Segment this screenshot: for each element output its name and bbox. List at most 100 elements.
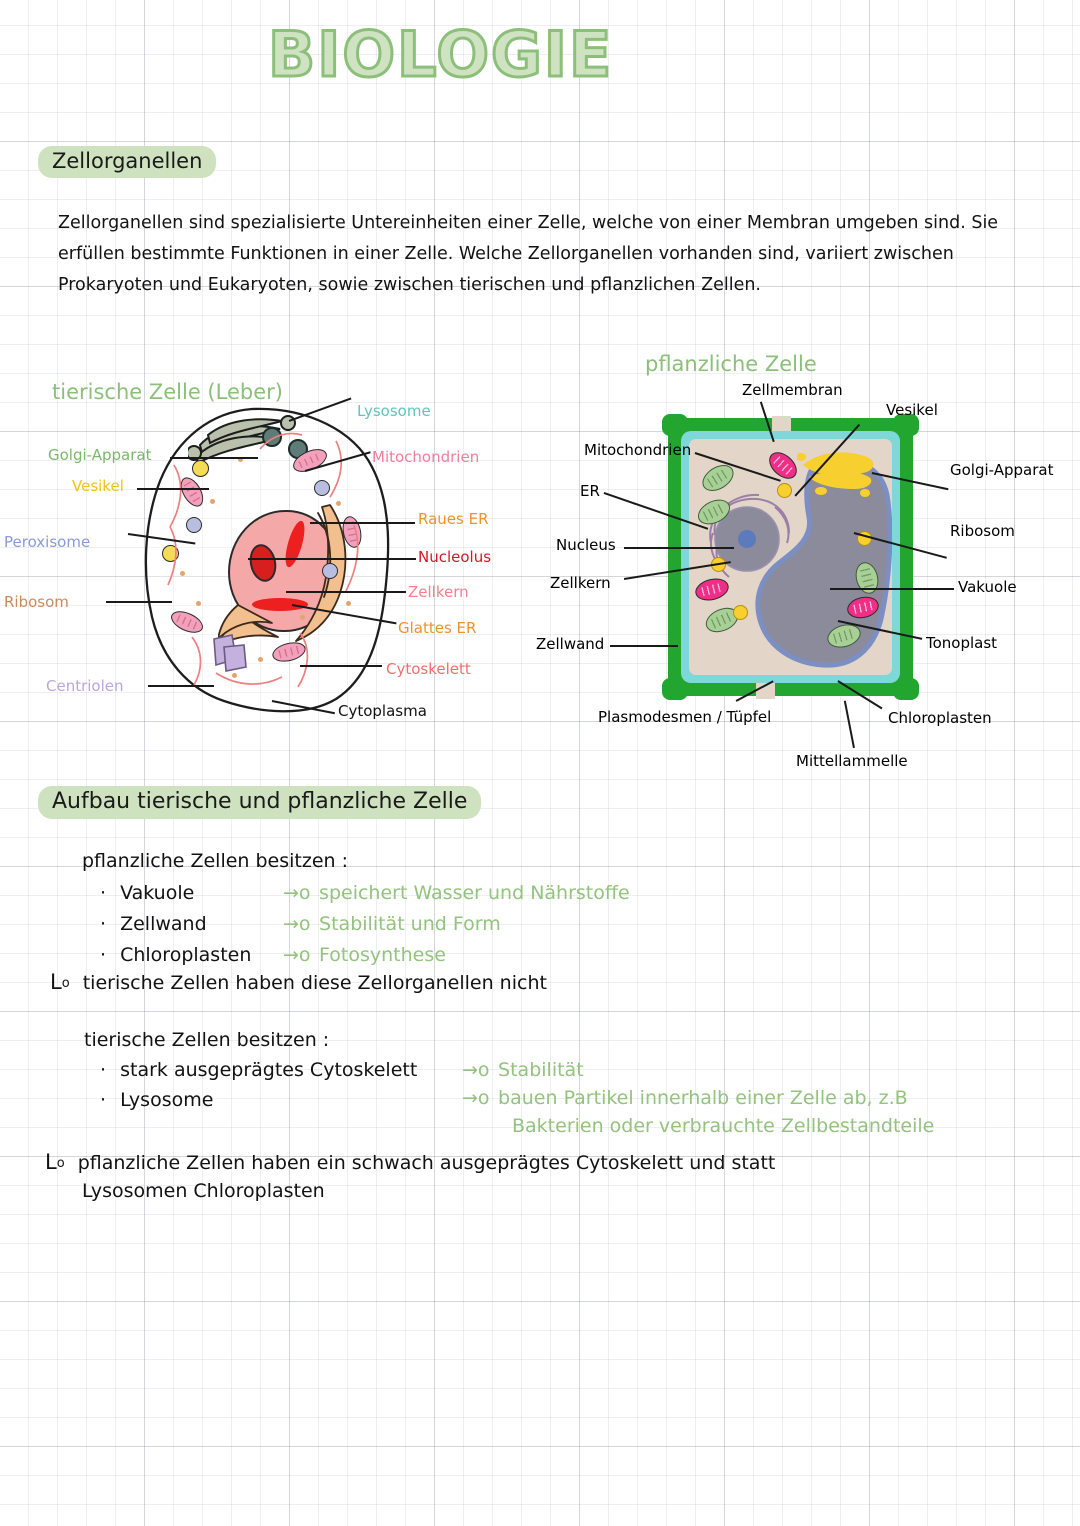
animal-desc-text-1: bauen Partikel innerhalb einer Zelle ab,… [498, 1087, 908, 1109]
cell-wall-corner [662, 414, 688, 436]
plasmodesmata-gap [772, 416, 791, 433]
cytoskeleton-shape [167, 432, 359, 688]
plant-bullet-2: · Chloroplasten [100, 944, 251, 966]
peroxisome-shape [186, 517, 202, 533]
label-mitochondrien: Mitochondrien [372, 448, 480, 466]
label-centriolen: Centriolen [46, 677, 124, 695]
animal-conclusion: Lo pflanzliche Zellen haben ein schwach … [45, 1150, 775, 1174]
page-title: BIOLOGIE [267, 17, 614, 93]
label-cytoskelett: Cytoskelett [386, 660, 471, 678]
vesicle-shape [192, 460, 209, 477]
ribosome-shape [733, 605, 748, 620]
arrow-icon: →o [462, 1059, 490, 1081]
arrow-icon: →o [283, 882, 311, 904]
ribosome-dot [210, 499, 215, 504]
label-tonoplast: Tonoplast [926, 634, 998, 652]
plant-desc-text-0: speichert Wasser und Nährstoffe [319, 882, 630, 904]
plant-cells-intro: pflanzliche Zellen besitzen : [82, 850, 349, 872]
label-chloroplasten: Chloroplasten [888, 709, 992, 727]
plant-desc-text-2: Fotosynthese [319, 944, 446, 966]
label-zellmembran: Zellmembran [742, 381, 843, 399]
conclusion-marker-icon: L [50, 970, 62, 994]
centriole-shape [213, 634, 247, 672]
ribosome-dot [232, 673, 237, 678]
bullet-dot: · [100, 913, 107, 935]
plant-desc-1: →o Stabilität und Form [283, 913, 501, 935]
bullet-dot: · [100, 944, 107, 966]
peroxisome-shape [322, 563, 338, 579]
label-plasmodesmen: Plasmodesmen / Tüpfel [598, 708, 772, 726]
cell-wall-corner [893, 678, 919, 700]
leader-line [624, 547, 734, 549]
ribosome-dot [346, 601, 351, 606]
plasmodesmata-gap [756, 680, 775, 699]
animal-cell-caption: tierische Zelle (Leber) [52, 380, 283, 404]
label-lysosome: Lysosome [357, 402, 431, 420]
label-mittellammelle: Mittellammelle [796, 752, 908, 770]
bullet-dot: · [100, 1089, 107, 1111]
label-golgi-apparat-plant: Golgi-Apparat [950, 461, 1054, 479]
leader-line [148, 685, 214, 687]
arrow-icon: →o [283, 913, 311, 935]
plant-term-0: Vakuole [120, 882, 195, 904]
plant-cell-caption: pflanzliche Zelle [645, 352, 817, 376]
leader-line [248, 558, 416, 560]
leader-line [170, 457, 258, 459]
section-heading-zellorganellen: Zellorganellen [38, 146, 217, 178]
plant-bullet-0: · Vakuole [100, 882, 194, 904]
leader-line [844, 700, 855, 749]
label-zellwand: Zellwand [536, 635, 605, 653]
label-raues-er: Raues ER [418, 510, 489, 528]
plant-desc-0: →o speichert Wasser und Nährstoffe [283, 882, 630, 904]
animal-desc-text-0: Stabilität [498, 1059, 584, 1081]
cell-wall-corner [893, 414, 919, 436]
label-zellkern: Zellkern [408, 583, 469, 601]
bullet-dot: · [100, 882, 107, 904]
conclusion-marker-icon: L [45, 1150, 57, 1174]
plant-desc-text-1: Stabilität und Form [319, 913, 501, 935]
animal-term-1: Lysosome [120, 1089, 214, 1111]
animal-term-0: stark ausgeprägtes Cytoskelett [120, 1059, 418, 1081]
conclusion-marker-dot: o [56, 1156, 65, 1171]
vesicle-shape [777, 483, 792, 498]
label-nucleolus: Nucleolus [418, 548, 492, 566]
arrow-icon: →o [283, 944, 311, 966]
plant-conclusion-text: tierische Zellen haben diese Zellorganel… [82, 972, 547, 994]
leader-line [310, 522, 415, 524]
ribosome-dot [238, 457, 243, 462]
label-er-plant: ER [580, 482, 600, 500]
peroxisome-shape [314, 480, 330, 496]
leader-line [106, 601, 172, 603]
label-vakuole: Vakuole [958, 578, 1017, 596]
animal-conclusion-text-1: pflanzliche Zellen haben ein schwach aus… [77, 1152, 776, 1174]
plant-conclusion: Lo tierische Zellen haben diese Zellorga… [50, 970, 547, 994]
label-cytoplasma: Cytoplasma [338, 702, 427, 720]
vesicle-shape [162, 545, 179, 562]
intro-paragraph: Zellorganellen sind spezialisierte Unter… [58, 213, 999, 295]
cell-wall-corner [662, 678, 688, 700]
leader-line [830, 588, 954, 590]
label-nucleus-plant: Nucleus [556, 536, 616, 554]
label-ribosom: Ribosom [4, 593, 69, 611]
animal-conclusion-line2: Lysosomen Chloroplasten [82, 1180, 325, 1202]
ribosome-dot [336, 501, 341, 506]
cytoplasm-shape [689, 439, 892, 675]
label-vesikel: Vesikel [72, 477, 124, 495]
nucleus-highlight [252, 598, 308, 611]
leader-line [300, 665, 382, 667]
arrow-icon: →o [462, 1087, 490, 1109]
plant-term-1: Zellwand [120, 913, 207, 935]
plant-cell-diagram [662, 414, 919, 700]
leader-line [286, 591, 406, 593]
section-heading-aufbau: Aufbau tierische und pflanzliche Zelle [38, 786, 482, 819]
plant-desc-2: →o Fotosynthese [283, 944, 446, 966]
animal-bullet-1: · Lysosome [100, 1089, 213, 1111]
animal-desc-0: →o Stabilität [462, 1059, 584, 1081]
ribosome-dot [258, 657, 263, 662]
ribosome-dot [196, 601, 201, 606]
leader-line [610, 645, 678, 647]
animal-desc-1: →o bauen Partikel innerhalb einer Zelle … [462, 1087, 908, 1109]
label-vesikel-plant: Vesikel [886, 401, 938, 419]
animal-cells-intro: tierische Zellen besitzen : [84, 1029, 330, 1051]
label-peroxisome: Peroxisome [4, 533, 91, 551]
